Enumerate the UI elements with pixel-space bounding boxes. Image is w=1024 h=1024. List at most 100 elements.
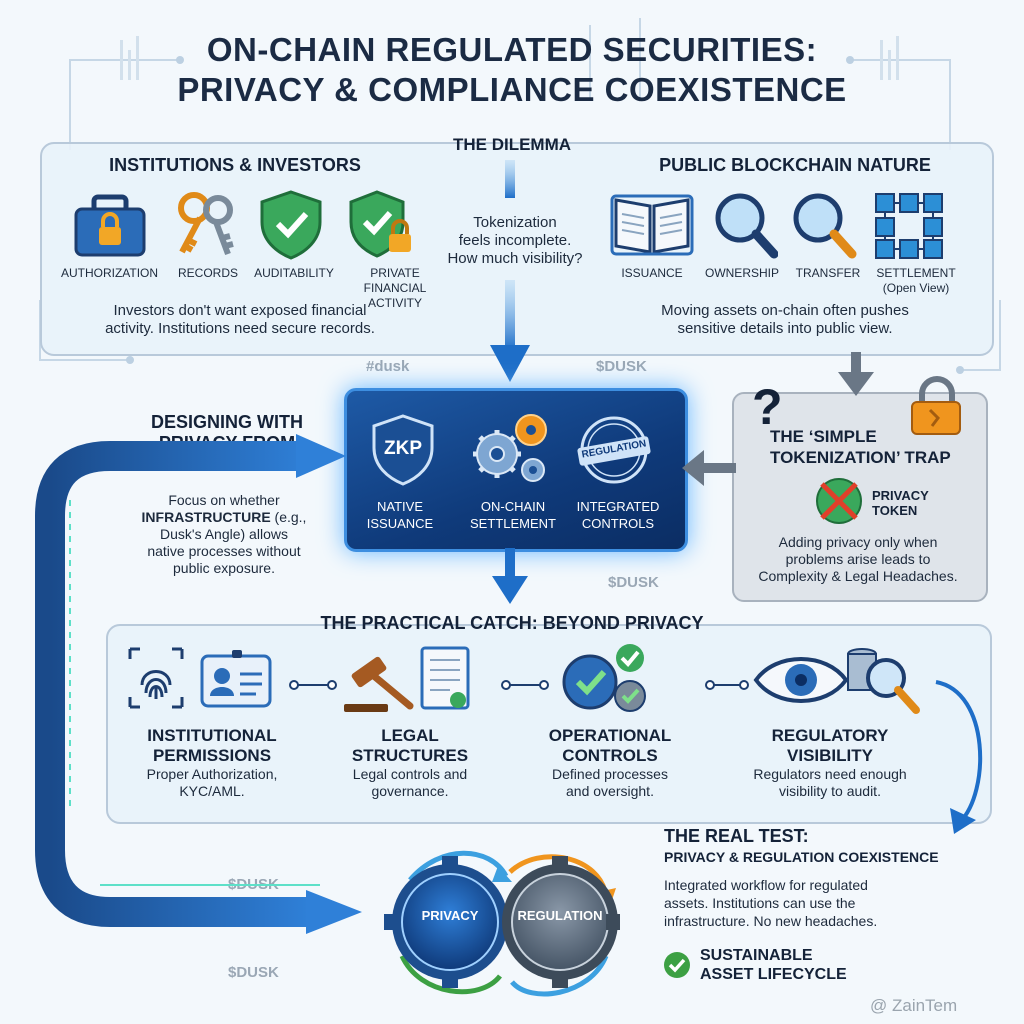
blockchain-cubes-icon	[875, 193, 943, 259]
core-item-onchain-settlement: ON-CHAIN SETTLEMENT	[458, 498, 568, 532]
operational-title-2: CONTROLS	[562, 746, 658, 765]
regulation-badge-icon	[577, 416, 651, 484]
permissions-desc-1: Proper Authorization,	[146, 766, 278, 782]
privacy-token-icon	[816, 478, 862, 524]
dilemma-center-line-3: How much visibility?	[447, 250, 583, 267]
tag-dusk-hash: #dusk	[366, 358, 410, 375]
native-line-2: ISSUANCE	[366, 516, 434, 531]
legal-title-2: STRUCTURES	[351, 746, 469, 765]
trap-question-mark: ?	[752, 379, 783, 435]
label-ownership: OWNERSHIP	[704, 266, 779, 280]
label-auditability: AUDITABILITY	[254, 266, 334, 280]
catch-item-regulatory: REGULATORY VISIBILITY Regulators need en…	[730, 726, 930, 800]
check-circle-icon	[664, 952, 690, 978]
tag-dusk-a: $DUSK	[596, 358, 647, 375]
trap-left-arrow	[682, 450, 736, 486]
label-private: PRIVATE	[370, 266, 420, 280]
real-test-body-line-3: infrastructure. No new headaches.	[664, 913, 878, 929]
designing-body-line-2: INFRASTRUCTURE (e.g.,	[108, 509, 340, 526]
trap-heading: THE ‘SIMPLE TOKENIZATION’ TRAP	[770, 426, 980, 468]
label-records: RECORDS	[177, 266, 238, 280]
eye-database-magnifier-icon	[753, 648, 920, 714]
shield-lock-icon	[349, 190, 411, 258]
shield-check-icon	[260, 190, 322, 260]
regulatory-desc-1: Regulators need enough	[753, 766, 907, 782]
designing-body-line-3: Dusk's Angle) allows	[160, 526, 288, 542]
core-down-arrow	[492, 548, 528, 604]
label-authorization: AUTHORIZATION	[60, 266, 159, 280]
trap-body: Adding privacy only when problems arise …	[736, 534, 980, 585]
label-financial-activity: FINANCIAL ACTIVITY	[363, 281, 427, 310]
privacy-regulation-gears	[384, 850, 620, 997]
real-test-body-line-1: Integrated workflow for regulated	[664, 877, 868, 893]
core-item-integrated-controls: INTEGRATED CONTROLS	[566, 498, 670, 532]
regulatory-title-1: REGULATORY	[771, 726, 889, 745]
institutions-desc-line-2: activity. Institutions need secure recor…	[105, 320, 375, 337]
blockchain-desc-line-2: sensitive details into public view.	[677, 320, 893, 337]
trap-body-line-1: Adding privacy only when	[778, 534, 938, 550]
permissions-title-1: INSTITUTIONAL	[147, 726, 277, 745]
title-line-2: PRIVACY & COMPLIANCE COEXISTENCE	[177, 71, 847, 108]
designing-heading-line-1: DESIGNING WITH	[151, 412, 303, 432]
trap-heading-line-2: TOKENIZATION’ TRAP	[770, 448, 951, 467]
core-item-native-issuance: NATIVE ISSUANCE	[358, 498, 442, 532]
label-transfer: TRANSFER	[795, 266, 861, 280]
privacy-token-line-2: TOKEN	[872, 503, 918, 518]
operational-desc-2: and oversight.	[566, 783, 654, 799]
legal-desc-1: Legal controls and	[352, 766, 468, 782]
sustainable-line-2: ASSET LIFECYCLE	[700, 966, 847, 983]
institutions-desc: Investors don't want exposed financial a…	[60, 302, 420, 338]
practical-catch-heading: THE PRACTICAL CATCH: BEYOND PRIVACY	[320, 613, 704, 633]
privacy-token-label: PRIVACY TOKEN	[872, 488, 929, 518]
institutions-desc-line-1: Investors don't want exposed financial	[113, 302, 367, 319]
catch-item-operational: OPERATIONAL CONTROLS Defined processes a…	[520, 726, 700, 800]
operational-desc-1: Defined processes	[552, 766, 668, 782]
designing-body-bold: INFRASTRUCTURE	[141, 509, 271, 525]
zkp-label: ZKP	[384, 438, 422, 459]
catch-connectors	[289, 680, 749, 690]
permissions-desc-2: KYC/AML.	[179, 783, 245, 799]
legal-title-1: LEGAL	[381, 726, 439, 745]
dilemma-center-line-2: feels incomplete.	[458, 232, 572, 249]
broken-lock-icon	[911, 376, 961, 435]
gavel-document-icon	[344, 646, 470, 712]
designing-body-line-4: native processes without	[147, 543, 301, 559]
settlement-line-1: ON-CHAIN	[480, 499, 546, 514]
label-issuance: ISSUANCE	[621, 266, 683, 280]
keys-icon	[178, 192, 234, 256]
sustainable-line-1: SUSTAINABLE	[700, 947, 813, 964]
tag-dusk-b: $DUSK	[608, 574, 659, 591]
label-private-financial-activity: PRIVATE FINANCIAL ACTIVITY	[340, 266, 450, 311]
blockchain-desc-line-1: Moving assets on-chain often pushes	[661, 302, 909, 319]
designing-body: Focus on whether INFRASTRUCTURE (e.g., D…	[108, 492, 340, 577]
controls-line-2: CONTROLS	[581, 516, 655, 531]
fingerprint-icon	[128, 647, 184, 709]
id-card-icon	[200, 650, 272, 708]
trap-body-line-3: Complexity & Legal Headaches.	[758, 568, 958, 584]
magnifier-ownership-icon	[715, 193, 778, 259]
trap-heading-line-1: THE ‘SIMPLE	[770, 427, 877, 446]
label-open-view: (Open View)	[882, 281, 950, 295]
real-test-heading: THE REAL TEST:	[664, 826, 809, 846]
gear-privacy-label: PRIVACY	[421, 908, 479, 923]
magnifier-transfer-icon	[793, 193, 857, 259]
briefcase-lock-icon	[74, 194, 146, 257]
dilemma-down-arrow	[490, 160, 530, 382]
real-test-body-line-2: assets. Institutions can use the	[664, 895, 856, 911]
legal-desc-2: governance.	[371, 783, 449, 799]
blockchain-heading: PUBLIC BLOCKCHAIN NATURE	[659, 155, 931, 175]
label-settlement-text: SETTLEMENT	[876, 266, 956, 280]
title-line-1: ON-CHAIN REGULATED SECURITIES:	[206, 31, 818, 68]
institutions-heading: INSTITUTIONS & INVESTORS	[109, 155, 361, 175]
designing-body-rest: (e.g.,	[270, 509, 307, 525]
left-loop-arrow	[35, 434, 362, 934]
operational-title-1: OPERATIONAL	[548, 726, 672, 745]
real-test-subheading: PRIVACY & REGULATION COEXISTENCE	[664, 849, 939, 865]
controls-line-1: INTEGRATED	[576, 499, 660, 514]
regulatory-desc-2: visibility to audit.	[779, 783, 881, 799]
gear-regulation-label: REGULATION	[517, 908, 603, 923]
open-book-icon	[610, 194, 694, 256]
catch-item-permissions: INSTITUTIONAL PERMISSIONS Proper Authori…	[112, 726, 312, 800]
settlement-line-2: SETTLEMENT	[470, 516, 556, 531]
native-line-1: NATIVE	[377, 499, 423, 514]
